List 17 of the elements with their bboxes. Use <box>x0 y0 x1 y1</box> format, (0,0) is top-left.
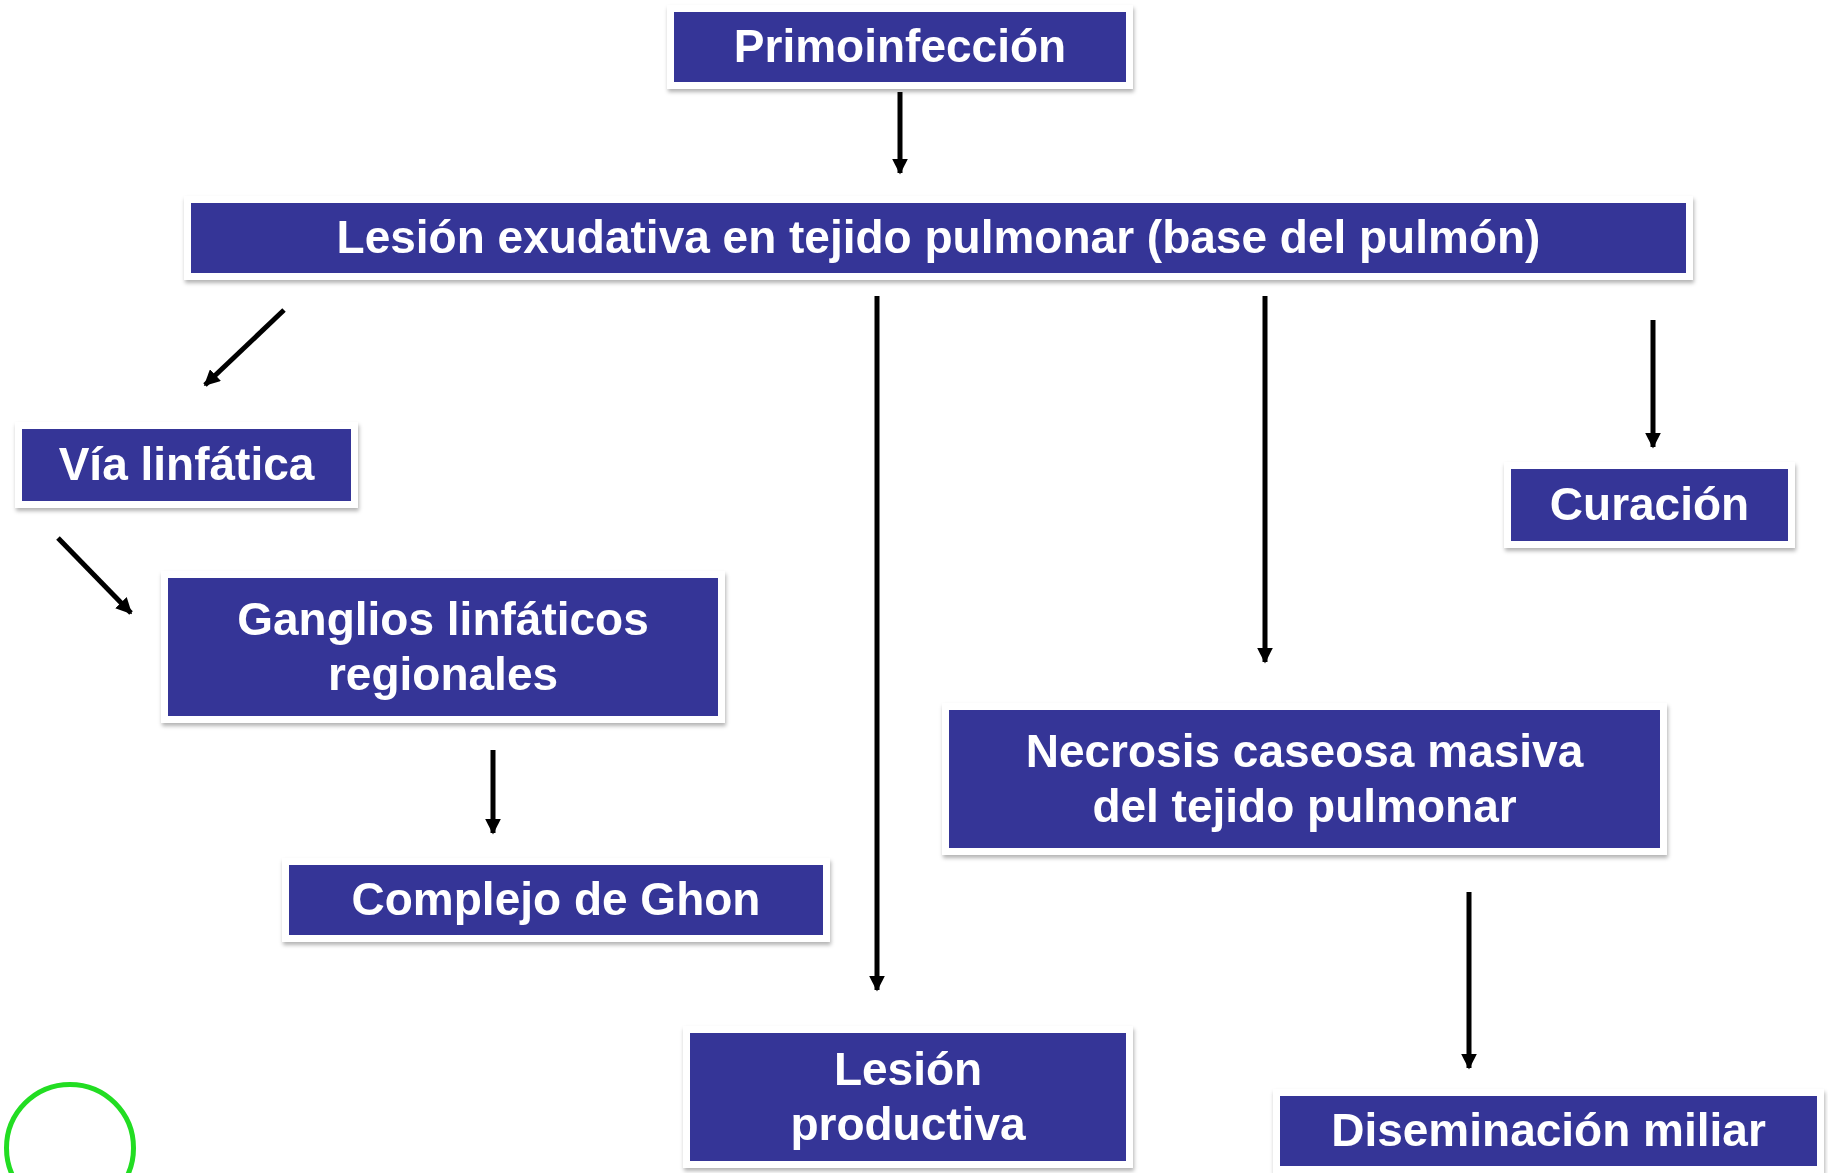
arrow <box>485 750 501 835</box>
box-label: Ganglios linfáticos regionales <box>236 591 650 702</box>
arrow <box>1461 892 1477 1070</box>
arrow <box>892 92 908 175</box>
arrow <box>56 536 133 615</box>
box-label: Primoinfección <box>733 19 1067 75</box>
arrow <box>203 308 286 387</box>
arrow <box>869 296 885 992</box>
box-label: Lesión productiva <box>789 1041 1027 1152</box>
arrow <box>1645 320 1661 449</box>
box-label: Diseminación miliar <box>1331 1103 1766 1159</box>
box-label: Curación <box>1549 477 1750 533</box>
arrow <box>1257 296 1273 664</box>
box-label: Lesión exudativa en tejido pulmonar (base del pulmón) <box>336 210 1541 266</box>
box-label: Necrosis caseosa masiva del tejido pulmonar <box>1024 723 1585 834</box>
box-label: Vía linfática <box>58 437 315 493</box>
box-label: Complejo de Ghon <box>351 872 761 928</box>
